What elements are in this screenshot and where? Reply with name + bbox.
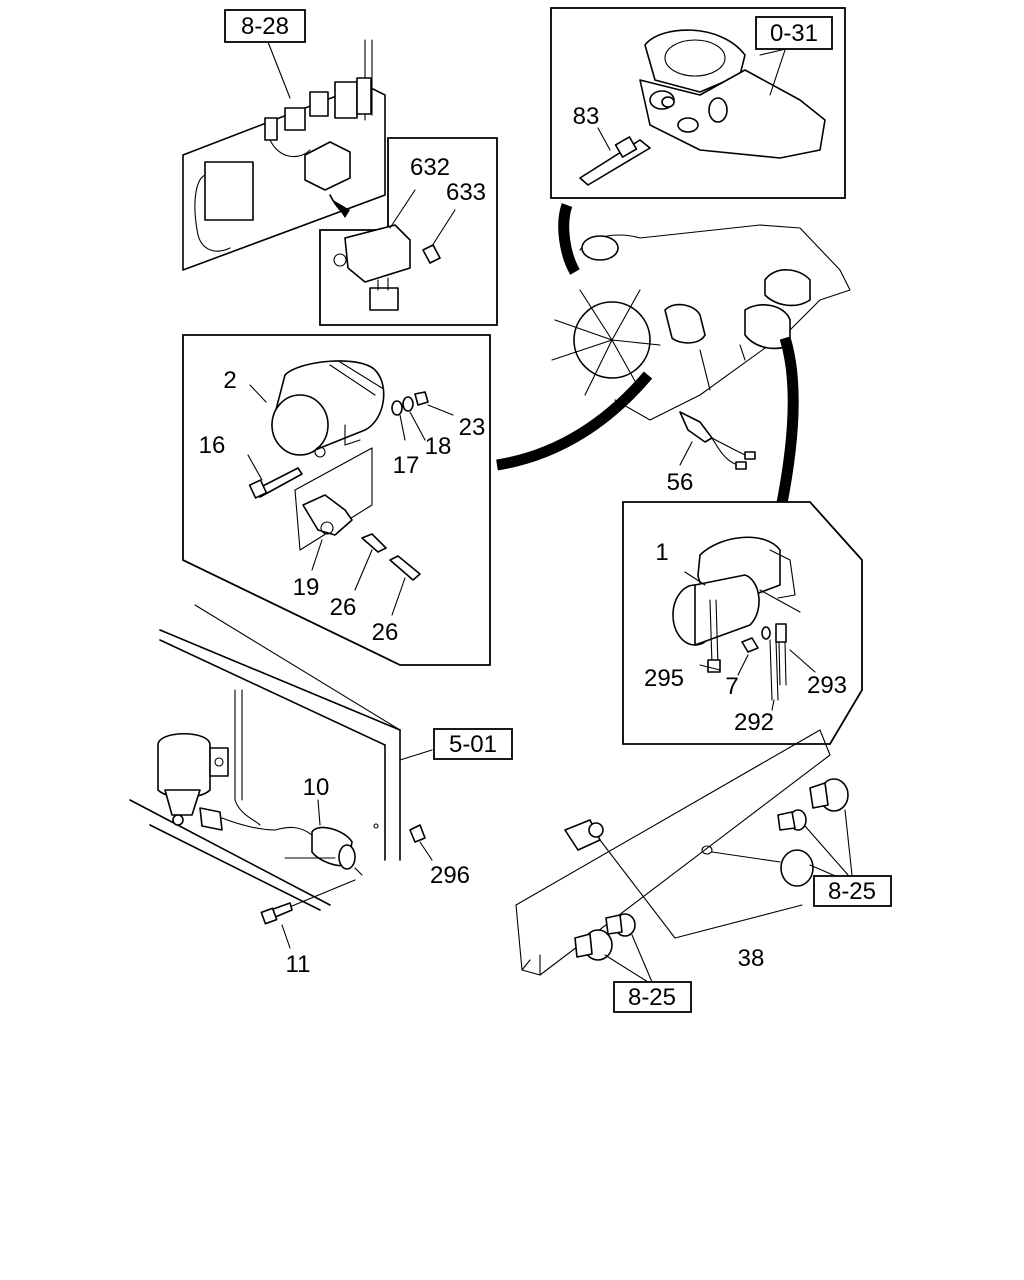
relay-small-2 bbox=[309, 91, 329, 117]
callout-295: 295 bbox=[644, 665, 684, 692]
relay-small-1 bbox=[284, 107, 306, 131]
ref-label-5-01: 5-01 bbox=[449, 731, 497, 758]
callout-56: 56 bbox=[667, 469, 694, 496]
bottom-left-assembly bbox=[129, 604, 433, 949]
alternator-pulley bbox=[271, 394, 329, 456]
callout-16: 16 bbox=[199, 432, 226, 459]
ref-box-8-28: 8-28 bbox=[224, 9, 306, 99]
callout-23: 23 bbox=[459, 414, 486, 441]
sensor-56 bbox=[679, 411, 713, 443]
ref-box-0-31: 0-31 bbox=[755, 16, 833, 50]
bottom-right-rail bbox=[515, 729, 853, 983]
bracket-19 bbox=[302, 494, 353, 536]
ref-box-8-25-right: 8-25 bbox=[813, 875, 892, 907]
ref-box-5-01: 5-01 bbox=[433, 728, 513, 760]
ref-label-8-25-right: 8-25 bbox=[828, 878, 876, 905]
callout-7: 7 bbox=[725, 673, 738, 700]
callout-10: 10 bbox=[303, 774, 330, 801]
connector-arc-starter bbox=[774, 336, 799, 515]
fuel-filter bbox=[157, 732, 211, 799]
plug-center bbox=[780, 849, 814, 887]
relay-632 bbox=[344, 224, 411, 283]
callout-19: 19 bbox=[293, 574, 320, 601]
ref-box-8-25-bottom: 8-25 bbox=[613, 981, 692, 1013]
control-unit bbox=[204, 161, 254, 221]
callout-633: 633 bbox=[446, 179, 486, 206]
chassis-rail bbox=[515, 729, 831, 976]
callout-1: 1 bbox=[655, 539, 668, 566]
callout-2: 2 bbox=[223, 367, 236, 394]
washer-18 bbox=[402, 396, 414, 412]
nut-23 bbox=[414, 391, 429, 406]
callout-38: 38 bbox=[738, 945, 765, 972]
cable-293 bbox=[775, 623, 787, 643]
terminal-295 bbox=[707, 659, 721, 673]
nut-7 bbox=[741, 637, 759, 653]
callout-292: 292 bbox=[734, 709, 774, 736]
callout-18: 18 bbox=[425, 433, 452, 460]
callout-11: 11 bbox=[286, 951, 311, 978]
connector-arc-alternator bbox=[496, 371, 653, 471]
callout-26a: 26 bbox=[330, 594, 357, 621]
callout-632: 632 bbox=[410, 154, 450, 181]
connector-arc-housing bbox=[558, 203, 580, 275]
relay-detail-frame bbox=[319, 137, 498, 326]
callout-83: 83 bbox=[573, 103, 600, 130]
callout-17: 17 bbox=[393, 452, 420, 479]
ref-label-8-28: 8-28 bbox=[241, 13, 289, 40]
bracket-outline bbox=[294, 447, 373, 551]
callout-296: 296 bbox=[430, 862, 470, 889]
relay-main bbox=[304, 141, 351, 191]
ref-label-8-25-bottom: 8-25 bbox=[628, 984, 676, 1011]
bolt-26b bbox=[389, 555, 421, 581]
callout-26b: 26 bbox=[372, 619, 399, 646]
relay-small-3 bbox=[334, 81, 358, 119]
nut-296 bbox=[409, 824, 426, 843]
bolt-26a bbox=[361, 533, 387, 553]
engine-outline bbox=[551, 224, 851, 421]
starter-frame bbox=[622, 501, 863, 745]
washer-17 bbox=[391, 400, 403, 416]
ref-label-0-31: 0-31 bbox=[770, 20, 818, 47]
relay-small-4 bbox=[356, 77, 372, 115]
callout-293: 293 bbox=[807, 672, 847, 699]
housing-body bbox=[639, 69, 826, 159]
relay-panel-group bbox=[182, 39, 386, 271]
relay-connector bbox=[369, 287, 399, 311]
frame-rail-top bbox=[159, 629, 401, 731]
sensor-56-group bbox=[679, 411, 756, 470]
engine-pulley bbox=[664, 303, 706, 344]
alternator-frame bbox=[182, 334, 491, 666]
screw-633 bbox=[422, 244, 441, 264]
